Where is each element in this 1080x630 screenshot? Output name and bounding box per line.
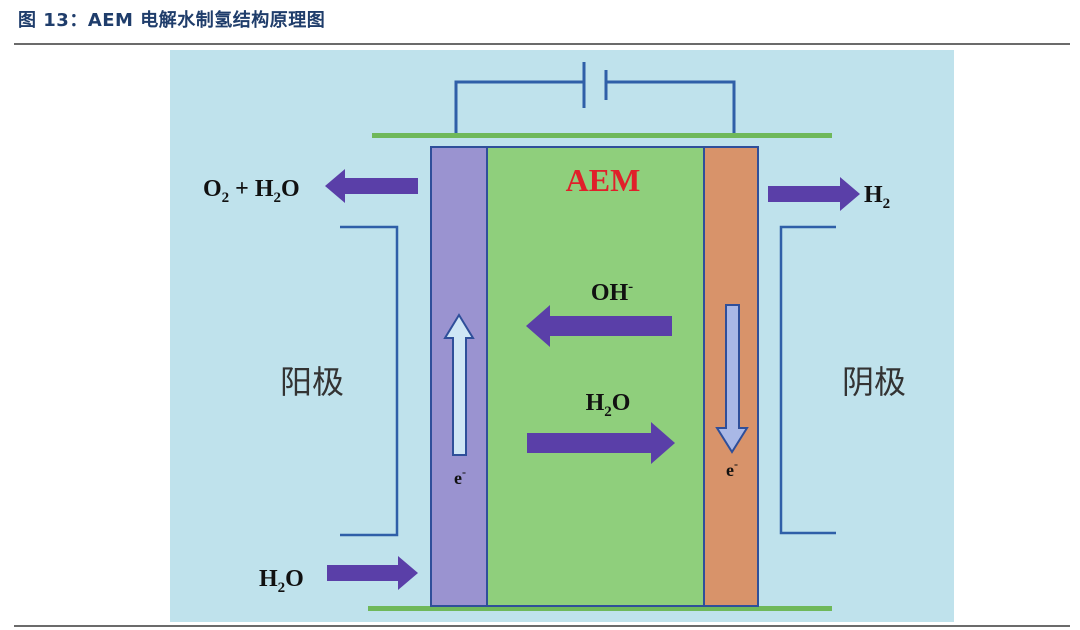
membrane-label: AEM <box>566 162 641 198</box>
cathode-bracket <box>779 225 836 535</box>
oxygen-output-arrow <box>325 169 418 203</box>
circuit-wire-right <box>606 80 736 135</box>
anode-electron-label: e- <box>454 465 466 488</box>
bottom-divider <box>14 625 1070 627</box>
cathode-electron-arrow <box>715 304 749 454</box>
water-flow-label: H2O <box>586 390 631 420</box>
top-plate <box>372 133 832 138</box>
oxygen-output-label: O2 + H2O <box>203 176 300 206</box>
anode-label: 阳极 <box>280 363 344 401</box>
circuit-wire-left <box>454 80 583 135</box>
hydrogen-output-arrow <box>768 177 860 211</box>
caption-divider <box>14 43 1070 45</box>
power-circuit <box>454 80 736 135</box>
hydrogen-output-label: H2 <box>864 182 890 212</box>
cathode-electron-label: e- <box>726 457 738 480</box>
water-flow-arrow <box>527 422 675 464</box>
hydroxide-label: OH- <box>591 279 633 306</box>
anode-bracket <box>340 225 399 537</box>
anode-electron-arrow <box>443 313 475 456</box>
bottom-plate <box>368 606 832 611</box>
hydroxide-arrow <box>526 305 672 347</box>
figure-caption: 图 13：AEM 电解水制氢结构原理图 <box>18 10 326 31</box>
aem-membrane <box>486 146 705 607</box>
water-input-arrow <box>327 556 418 590</box>
cathode-label: 阴极 <box>842 363 906 401</box>
water-input-label: H2O <box>259 566 304 596</box>
